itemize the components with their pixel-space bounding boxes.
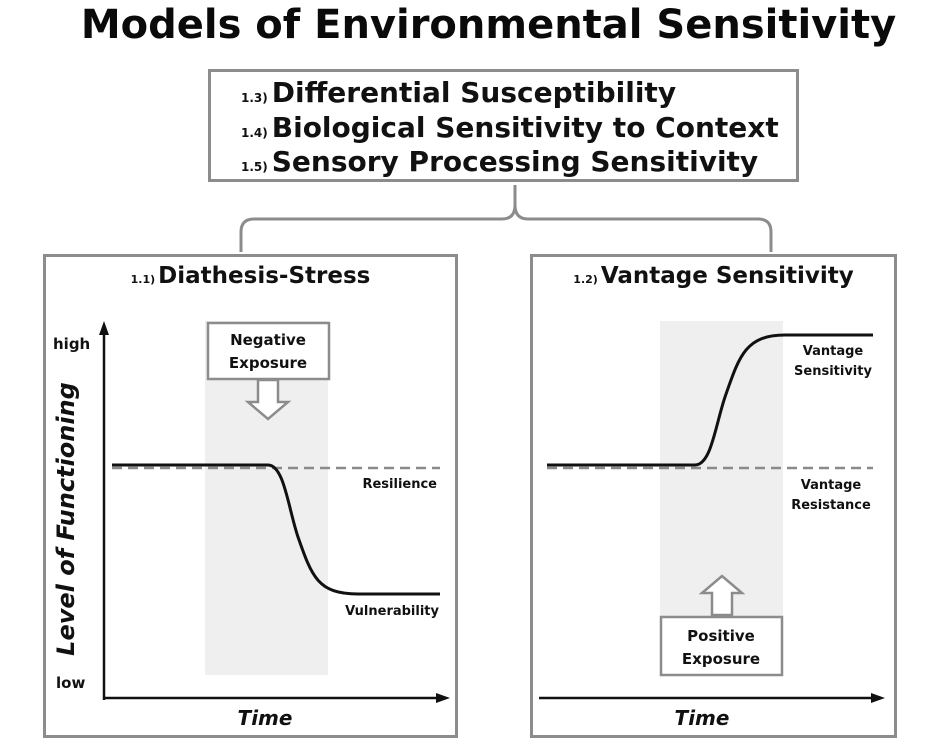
model-number: 1.3)	[241, 91, 268, 105]
model-number: 1.2)	[573, 273, 598, 286]
exposure-label-line1: Negative	[230, 331, 306, 349]
y-high-label: high	[53, 335, 90, 353]
y-axis-arrowhead	[99, 321, 109, 335]
vantage-sensitivity-graph: Positive Exposure Vantage Sensitivity Va…	[539, 321, 885, 730]
vantage-resistance-label-line2: Resistance	[791, 498, 871, 513]
panel-title: 1.2)Vantage Sensitivity	[533, 261, 894, 295]
diathesis-stress-panel: 1.1)Diathesis-Stress Negative Exposure h…	[43, 254, 458, 738]
panel-title: 1.1)Diathesis-Stress	[46, 261, 455, 295]
model-name: Biological Sensitivity to Context	[271, 111, 779, 144]
diathesis-stress-graph: Negative Exposure high low Level of Func…	[52, 321, 450, 730]
page-title: Models of Environmental Sensitivity	[80, 2, 897, 48]
vulnerability-curve	[112, 463, 440, 596]
x-axis-label: Time	[238, 706, 293, 730]
vantage-sensitivity-panel: 1.2)Vantage Sensitivity Positive Exposur…	[530, 254, 897, 738]
model-name: Differential Susceptibility	[271, 76, 677, 109]
up-arrow-icon	[698, 574, 746, 617]
resilience-label: Resilience	[362, 477, 437, 492]
down-arrow-icon	[244, 378, 292, 421]
vantage-sensitivity-curve	[547, 333, 873, 467]
model-name: Sensory Processing Sensitivity	[271, 145, 759, 178]
model-name: Vantage Sensitivity	[600, 263, 854, 289]
vantage-sensitivity-label-line2: Sensitivity	[794, 364, 872, 379]
model-item: 1.4)Biological Sensitivity to Context	[241, 112, 779, 149]
vantage-sensitivity-label-line1: Vantage	[803, 344, 864, 359]
model-number: 1.5)	[241, 160, 268, 174]
y-low-label: low	[56, 674, 85, 692]
exposure-label-line1: Positive	[687, 627, 755, 645]
exposure-label-line2: Exposure	[229, 354, 307, 372]
model-number: 1.4)	[241, 126, 268, 140]
exposure-label-line2: Exposure	[682, 650, 760, 668]
x-axis-arrowhead	[436, 693, 450, 703]
vantage-resistance-label-line1: Vantage	[801, 478, 862, 493]
x-axis-label: Time	[675, 706, 730, 730]
negative-exposure-callout	[206, 321, 331, 381]
x-axis-arrowhead	[871, 693, 885, 703]
model-number: 1.1)	[130, 273, 156, 286]
positive-exposure-callout	[659, 615, 784, 677]
model-item: 1.5)Sensory Processing Sensitivity	[241, 146, 758, 183]
model-item: 1.3)Differential Susceptibility	[241, 77, 676, 114]
model-name: Diathesis-Stress	[158, 263, 371, 289]
y-axis-label: Level of Functioning	[52, 382, 80, 656]
vulnerability-label: Vulnerability	[345, 604, 439, 619]
models-box: 1.3)Differential Susceptibility 1.4)Biol…	[208, 69, 799, 182]
